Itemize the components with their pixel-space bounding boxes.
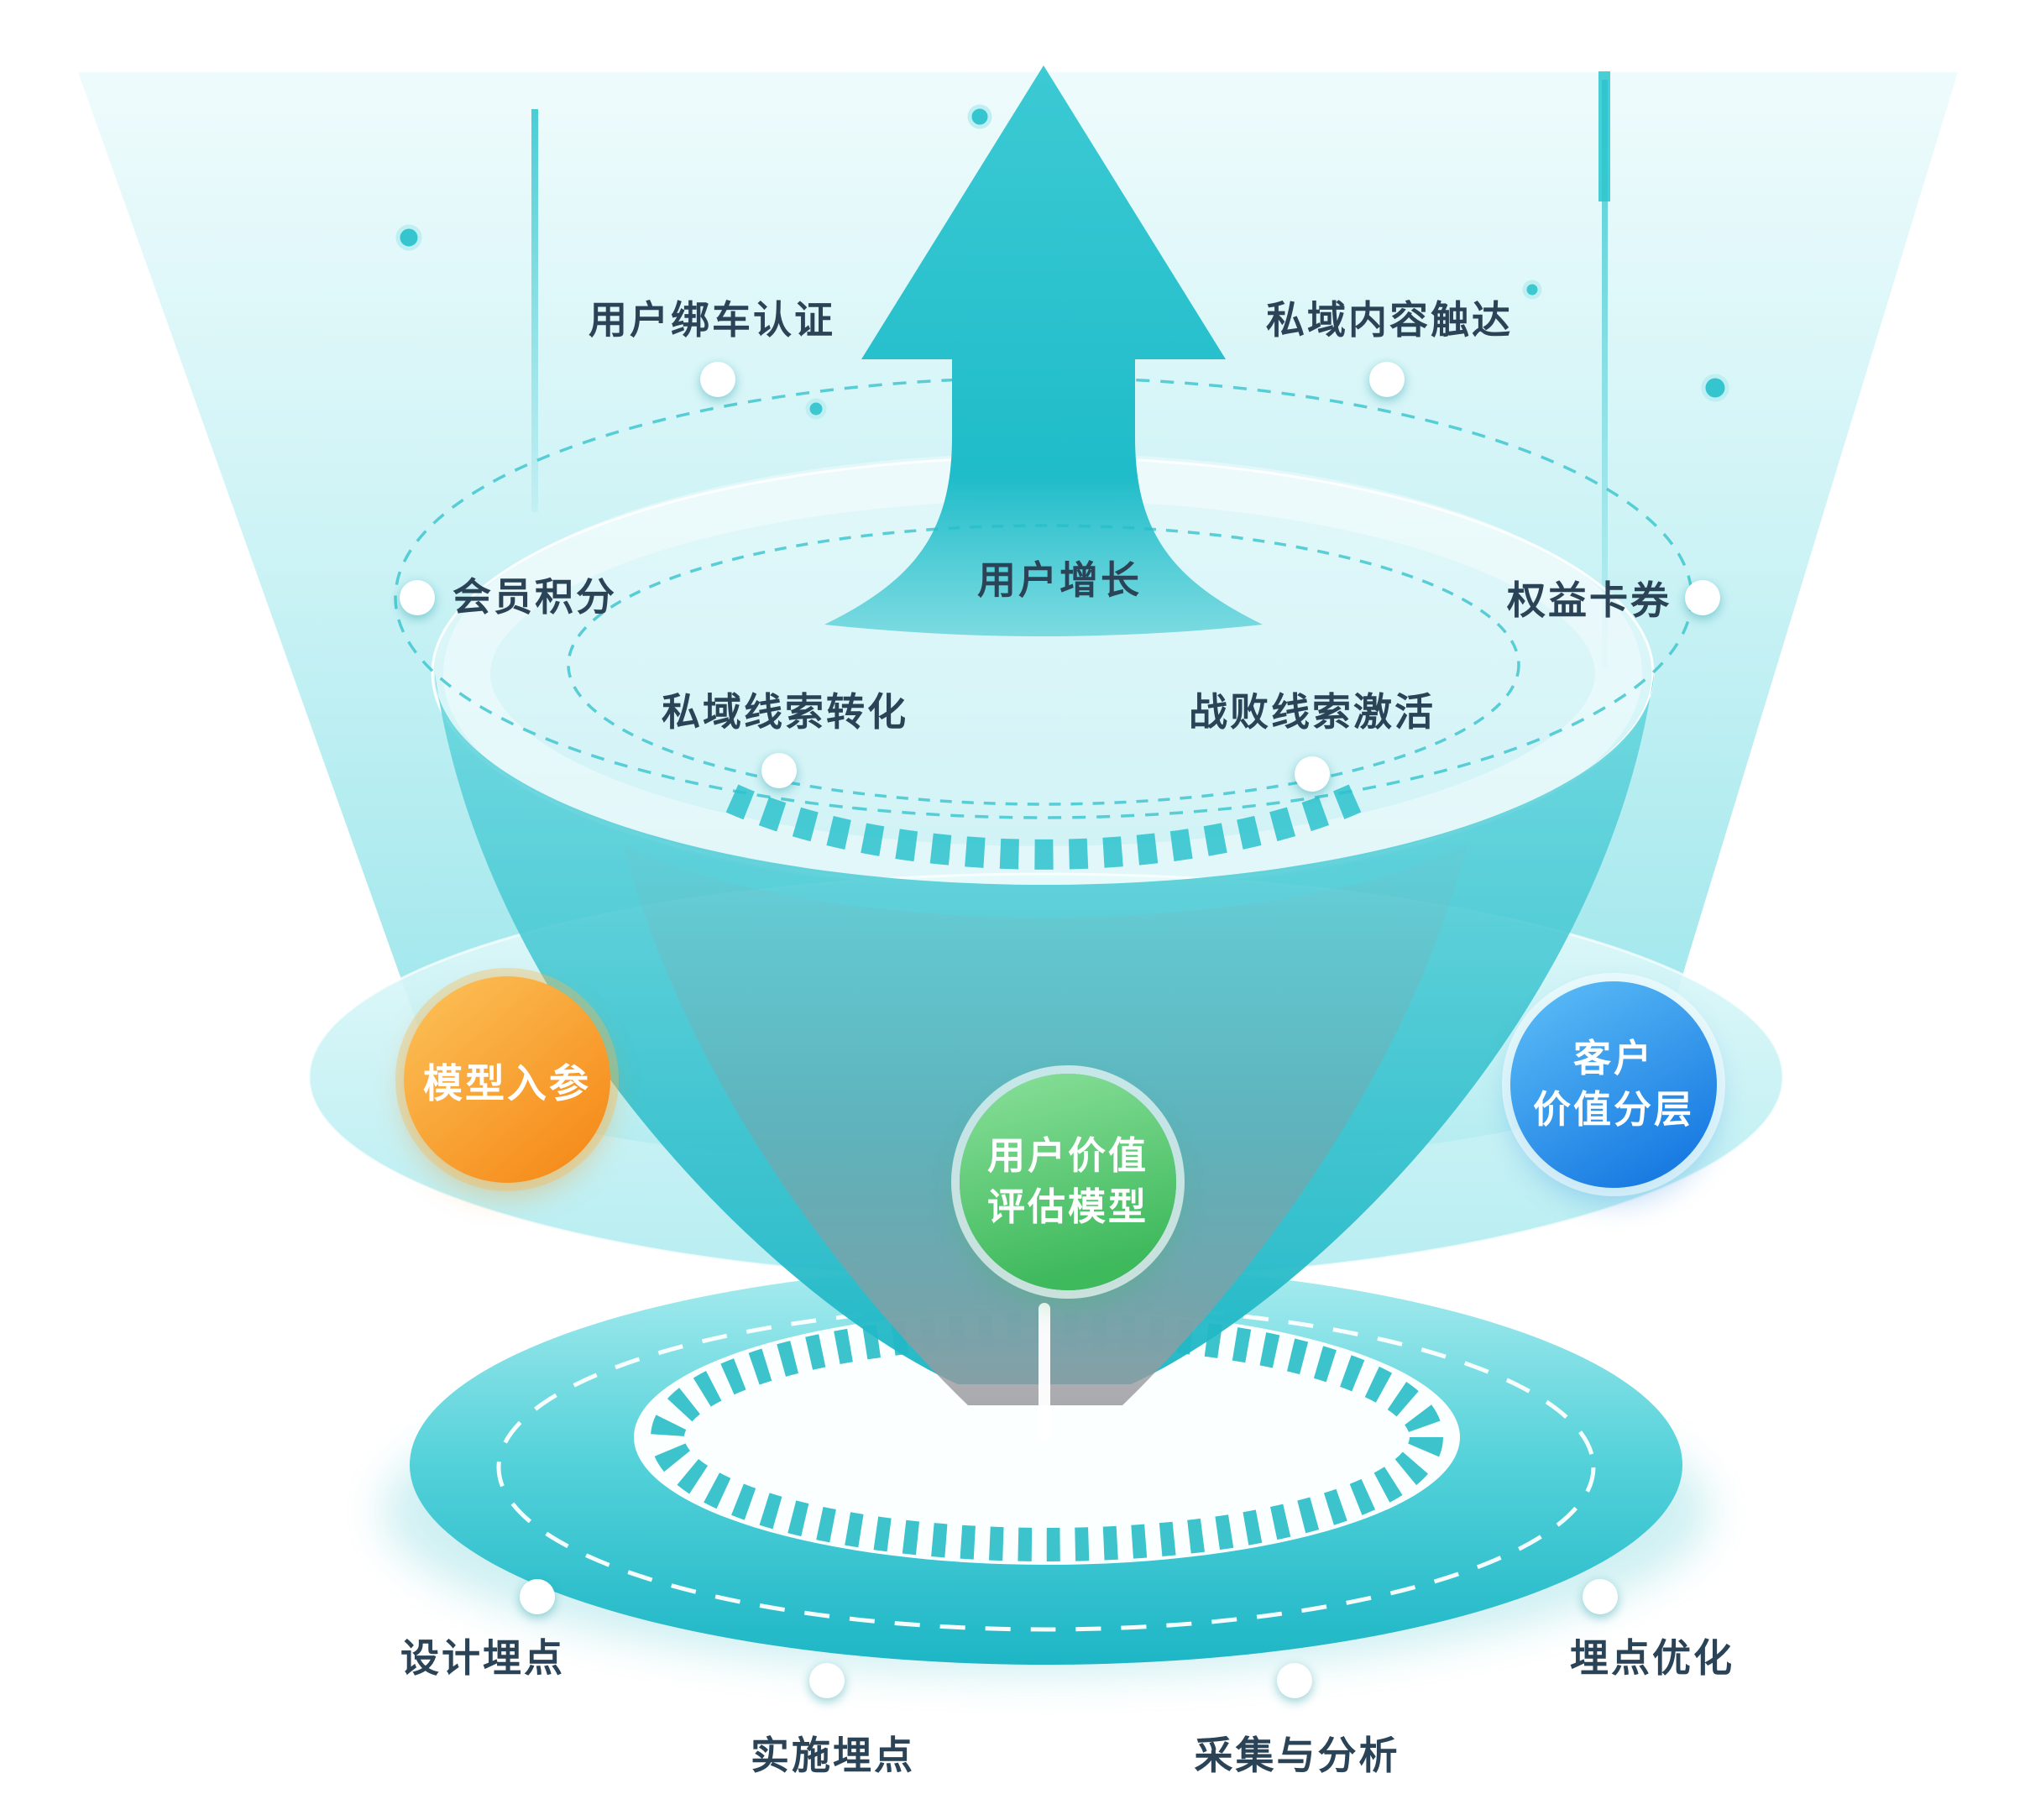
base-dashed-ring bbox=[496, 1303, 1596, 1632]
marker-implement-tracking bbox=[809, 1663, 845, 1698]
label-design-tracking: 设计埋点 bbox=[400, 1636, 565, 1680]
node-user-value-model-line1: 用户价值 bbox=[986, 1134, 1148, 1178]
label-private-content-reach: 私域内容触达 bbox=[1266, 298, 1513, 342]
marker-tracking-optimize bbox=[1583, 1579, 1618, 1614]
node-user-value-model-line2: 评估模型 bbox=[986, 1185, 1148, 1228]
dot bbox=[1701, 374, 1729, 402]
marker-private-lead-conversion bbox=[761, 753, 797, 788]
label-private-lead-conversion: 私域线索转化 bbox=[662, 690, 908, 734]
dot bbox=[1522, 280, 1542, 300]
dot bbox=[967, 104, 992, 129]
marker-lost-lead-activation bbox=[1295, 756, 1330, 792]
node-model-input: 模型入参 bbox=[404, 976, 610, 1183]
marker-private-content-reach bbox=[1369, 362, 1405, 397]
growth-arrow bbox=[824, 65, 1263, 636]
label-lost-lead-activation: 战败线索激活 bbox=[1189, 690, 1436, 734]
marker-benefit-coupons bbox=[1685, 580, 1720, 615]
label-collect-analyze: 采集与分析 bbox=[1194, 1734, 1400, 1777]
label-tracking-optimize: 埋点优化 bbox=[1570, 1636, 1734, 1680]
floating-dots bbox=[395, 104, 1729, 420]
marker-design-tracking bbox=[520, 1579, 555, 1614]
marker-member-points bbox=[400, 580, 435, 615]
vertical-line-right bbox=[1602, 80, 1608, 667]
dot bbox=[395, 224, 422, 251]
node-customer-value-tier-line2: 价值分层 bbox=[1532, 1088, 1694, 1131]
vertical-line-left bbox=[531, 109, 538, 512]
label-member-points: 会员积分 bbox=[453, 575, 617, 619]
node-model-input-label: 模型入参 bbox=[423, 1060, 591, 1106]
label-implement-tracking: 实施埋点 bbox=[751, 1734, 915, 1777]
label-benefit-coupons: 权益卡券 bbox=[1507, 578, 1672, 622]
dot bbox=[805, 398, 827, 420]
marker-collect-analyze bbox=[1277, 1663, 1312, 1698]
node-customer-value-tier-line1: 客户 bbox=[1572, 1037, 1654, 1080]
label-user-bind-auth: 用户绑车认证 bbox=[589, 298, 835, 342]
rim-tick-arc bbox=[725, 784, 1362, 870]
node-customer-value-tier: 客户 价值分层 bbox=[1510, 981, 1717, 1188]
node-user-value-model: 用户价值 评估模型 bbox=[960, 1074, 1176, 1290]
marker-user-bind-auth bbox=[700, 362, 735, 397]
label-user-growth: 用户增长 bbox=[977, 558, 1142, 602]
neck-highlight bbox=[1039, 1303, 1050, 1441]
